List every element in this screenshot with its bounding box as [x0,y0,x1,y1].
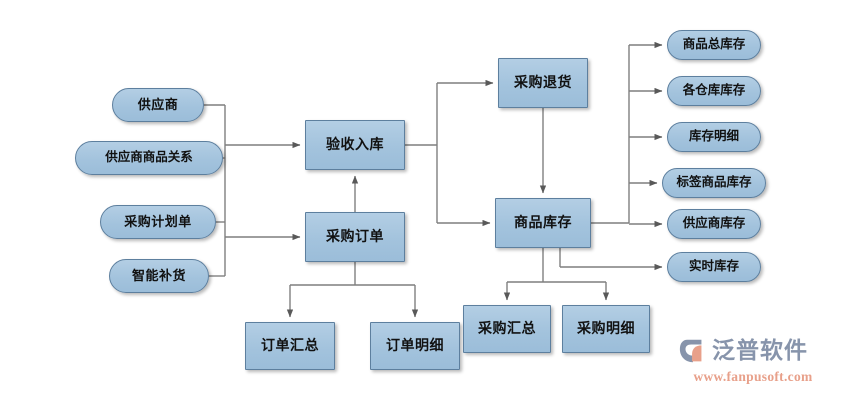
node-warehouse-stock[interactable]: 各仓库库存 [667,76,761,106]
node-warehouse-stock-label: 各仓库库存 [682,83,746,98]
node-tag-stock-label: 标签商品库存 [676,175,752,190]
node-purchase-order[interactable]: 采购订单 [305,212,405,262]
node-tag-stock[interactable]: 标签商品库存 [662,168,766,198]
node-smart-replenish-label: 智能补货 [131,267,186,283]
node-purchase-return-label: 采购退货 [514,74,572,91]
node-order-detail-label: 订单明细 [386,337,444,354]
node-product-stock-label: 商品库存 [514,214,572,231]
node-purchase-order-label: 采购订单 [326,228,384,245]
node-supplier-label: 供应商 [137,96,179,112]
node-smart-replenish[interactable]: 智能补货 [109,259,209,293]
node-realtime-stock-label: 实时库存 [688,259,739,274]
node-total-stock[interactable]: 商品总库存 [667,30,761,60]
node-order-detail[interactable]: 订单明细 [370,322,460,370]
brand-watermark: 泛普软件 www.fanpusoft.com [678,336,828,392]
node-order-summary-label: 订单汇总 [261,337,319,354]
node-purchase-detail-label: 采购明细 [577,320,635,337]
node-purchase-summary-label: 采购汇总 [478,320,536,337]
node-purchase-return[interactable]: 采购退货 [498,58,588,108]
node-stock-detail-label: 库存明细 [688,129,739,144]
node-supplier-stock-label: 供应商库存 [682,216,746,231]
node-purchase-summary[interactable]: 采购汇总 [463,305,551,353]
node-supplier-product-relation[interactable]: 供应商商品关系 [75,141,223,175]
node-purchase-plan[interactable]: 采购计划单 [100,205,216,239]
node-supplier[interactable]: 供应商 [112,88,204,122]
node-purchase-plan-label: 采购计划单 [124,213,192,229]
node-supplier-product-relation-label: 供应商商品关系 [105,150,193,165]
node-purchase-detail[interactable]: 采购明细 [562,305,650,353]
node-realtime-stock[interactable]: 实时库存 [667,252,761,282]
fanpu-logo-icon [679,339,702,363]
node-order-summary[interactable]: 订单汇总 [245,322,335,370]
brand-name: 泛普软件 [712,337,808,364]
node-receiving-label: 验收入库 [326,136,384,153]
node-receiving[interactable]: 验收入库 [305,120,405,170]
brand-url: www.fanpusoft.com [693,369,813,384]
node-total-stock-label: 商品总库存 [682,37,746,52]
node-product-stock[interactable]: 商品库存 [495,198,591,248]
node-stock-detail[interactable]: 库存明细 [667,122,761,152]
node-supplier-stock[interactable]: 供应商库存 [667,209,761,239]
